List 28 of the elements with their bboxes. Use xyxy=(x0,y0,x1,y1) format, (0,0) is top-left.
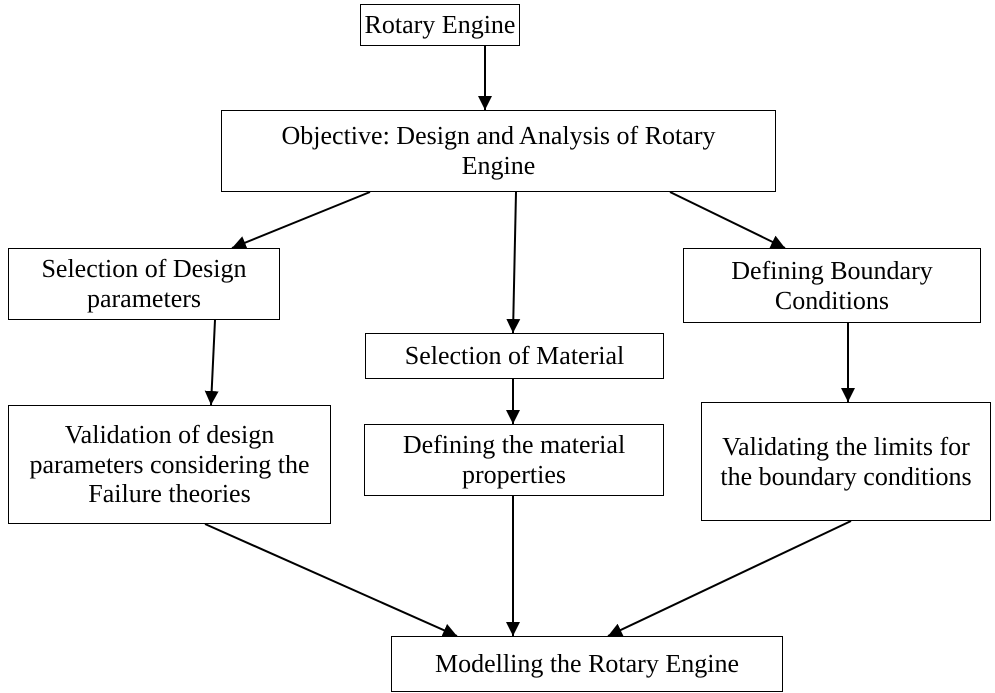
arrow xyxy=(232,191,370,250)
process-box xyxy=(365,333,664,379)
box-label: Validating the limits for the boundary conditions xyxy=(719,432,973,492)
box-label: Defining Boundary Conditions xyxy=(730,256,934,316)
box-label: Objective: Design and Analysis of Rotary Engine xyxy=(280,121,716,181)
box-label: Modelling the Rotary Engine xyxy=(434,649,739,679)
process-box xyxy=(360,4,520,46)
process-box xyxy=(364,424,664,496)
box-label: Rotary Engine xyxy=(364,10,516,40)
box-label: Validation of design parameters considering the Failure theories xyxy=(28,420,311,510)
process-box xyxy=(8,248,280,320)
box-label: Selection of Material xyxy=(404,341,624,371)
arrow xyxy=(670,191,786,249)
arrow xyxy=(841,323,855,402)
process-box xyxy=(683,248,981,323)
process-box xyxy=(221,110,776,192)
process-box xyxy=(701,402,991,521)
process-box xyxy=(8,405,331,524)
arrow xyxy=(204,320,219,406)
arrow xyxy=(478,46,492,110)
arrow xyxy=(506,192,520,334)
box-label: Selection of Design parameters xyxy=(40,254,248,314)
arrow xyxy=(608,520,852,637)
arrow xyxy=(506,496,520,636)
arrow xyxy=(204,523,458,637)
arrow xyxy=(506,379,520,424)
process-box xyxy=(391,636,783,692)
box-label: Defining the material properties xyxy=(402,430,626,490)
